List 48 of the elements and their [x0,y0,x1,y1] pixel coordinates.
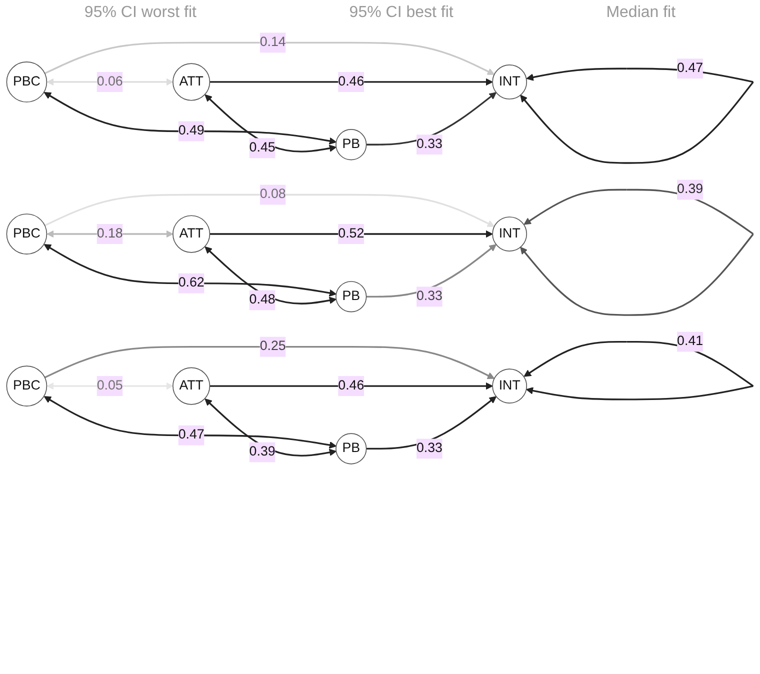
arrow [44,346,495,379]
arrow [210,382,493,390]
node-circle: INT [492,368,528,404]
arrow [44,42,495,75]
node-circle: PB [336,433,367,464]
edge-label: 0.47 [677,61,704,76]
arrow [366,244,496,298]
node-circle: INT [492,216,528,252]
panel-title: Median fit [606,4,676,22]
edge-label: 0.41 [677,334,704,348]
edge-label: 0.62 [178,276,204,290]
edge-label: 0.45 [249,140,276,155]
edge-label: 0.06 [96,74,123,89]
arrow [366,396,496,450]
node-circle: PB [336,129,367,160]
node-circle: PB [336,281,367,312]
edge-label: 0.48 [249,292,276,307]
arrow [44,194,495,227]
arrow [44,92,337,145]
arrow [366,92,496,146]
node-circle: PBC [6,214,48,254]
panel-title: 95% CI best fit [349,4,454,22]
node-circle: PBC [6,62,48,102]
edge-label: 0.08 [260,187,286,202]
edge-label: 0.25 [260,339,286,354]
edge-label: 0.52 [338,226,364,241]
node-circle: ATT [172,367,210,405]
arrow [210,78,493,86]
node-circle: ATT [172,63,210,101]
edge-label: 0.49 [178,124,204,138]
arrow [44,396,337,449]
edge-label: 0.46 [338,378,364,393]
edge-label: 0.14 [260,35,286,50]
edge-label: 0.39 [677,182,704,196]
node-circle: INT [492,64,528,100]
panel-title: 95% CI worst fit [84,4,196,22]
node-circle: PBC [6,366,48,406]
node-circle: ATT [172,215,210,253]
arrow [210,230,493,238]
edge-label: 0.33 [416,137,442,152]
edge-label: 0.47 [178,428,204,442]
edge-label: 0.33 [416,289,442,304]
edge-label: 0.39 [249,444,276,459]
edge-label: 0.18 [96,226,123,241]
edge-label: 0.05 [96,378,123,393]
edge-label: 0.33 [416,441,442,456]
edge-label: 0.46 [338,74,364,89]
arrow [44,244,337,297]
